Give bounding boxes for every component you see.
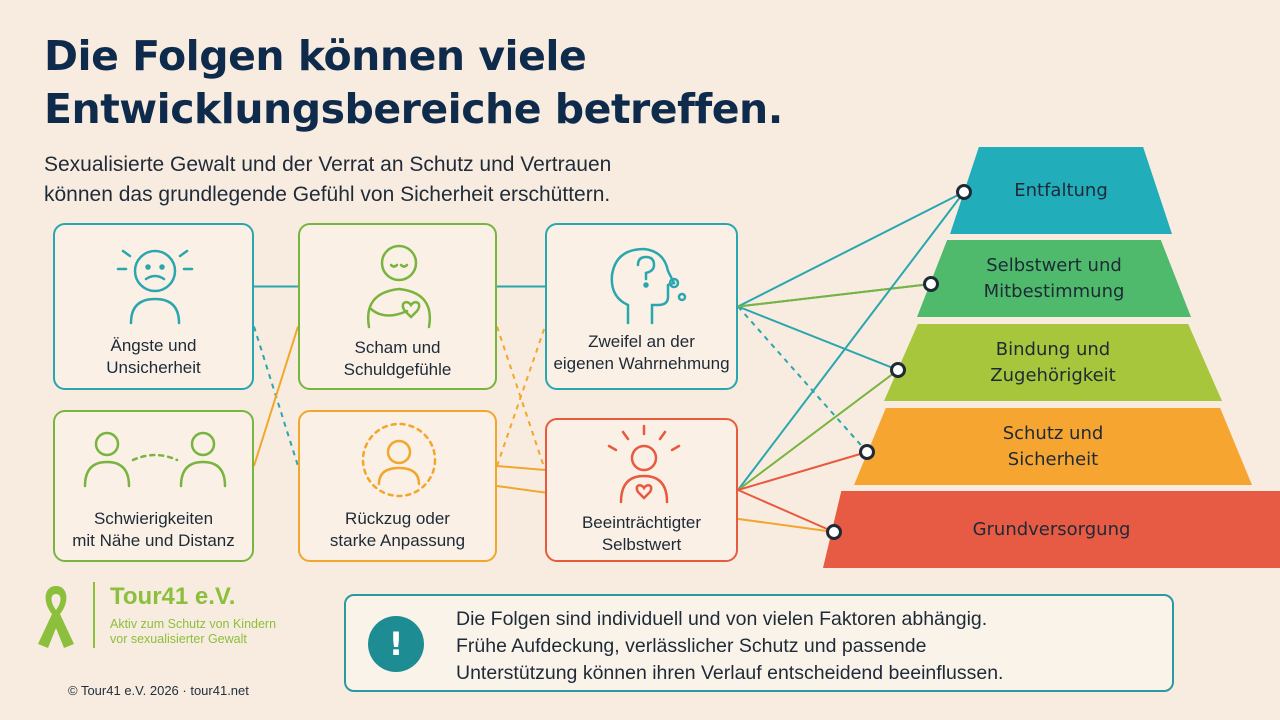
connector-line [737, 305, 868, 453]
note-text: Die Folgen sind individuell und von viel… [456, 608, 1004, 684]
card-label: Ängste und Unsicherheit [106, 336, 201, 377]
card-angst: Ängste und Unsicherheit [53, 223, 254, 390]
connector-line [737, 489, 835, 533]
person-heart-icon [607, 424, 681, 504]
connector-dot [890, 362, 906, 378]
info-note: ! Die Folgen sind individuell und von vi… [344, 594, 1174, 692]
title-line-1: Die Folgen können viele [44, 32, 587, 80]
logo-name: Tour41 e.V. [110, 583, 236, 610]
ribbon-logo-icon [38, 586, 74, 648]
card-label: Beeinträchtigter Selbstwert [581, 513, 702, 554]
logo-tagline: Aktiv zum Schutz von Kindern vor sexuali… [110, 617, 277, 646]
connector-dot [826, 524, 842, 540]
page-title: Die Folgen können viele Entwicklungsbere… [44, 30, 783, 136]
card-schwierigkeiten: Schwierigkeiten mit Nähe und Distanz [53, 410, 254, 562]
card-scham: Scham und Schuldgefühle [298, 223, 497, 390]
card-label: Scham und Schuldgefühle [343, 338, 452, 379]
exclamation-icon: ! [368, 616, 424, 672]
connector-line [737, 369, 899, 491]
card-selbstwert: Beeinträchtigter Selbstwert [545, 418, 738, 562]
pyramid-tier-bindung: Bindung und Zugehörigkeit [884, 324, 1222, 401]
two-people-distance-icon [83, 431, 227, 488]
pyramid-tier-selbstwert: Selbstwert und Mitbestimmung [917, 240, 1191, 317]
connector-line [737, 283, 932, 308]
pyramid-tier-entfaltung: Entfaltung [950, 147, 1172, 234]
card-label: Zweifel an der eigenen Wahrnehmung [553, 332, 730, 373]
title-line-2: Entwicklungsbereiche betreffen. [44, 85, 783, 133]
connector-line [737, 191, 965, 491]
connector-line [737, 305, 899, 371]
shame-person-heart-icon [366, 244, 432, 329]
connector-dot [923, 276, 939, 292]
connector-line [737, 451, 868, 491]
connector-line [253, 326, 299, 467]
subtitle: Sexualisierte Gewalt und der Verrat an S… [44, 150, 611, 210]
card-label: Schwierigkeiten mit Nähe und Distanz [72, 509, 235, 550]
connector-line [737, 191, 965, 308]
logo: Tour41 e.V. Aktiv zum Schutz von Kindern… [110, 582, 276, 647]
connector-dot [956, 184, 972, 200]
connector-line [496, 326, 546, 467]
withdrawn-person-icon [361, 422, 437, 498]
connector-dot [859, 444, 875, 460]
head-question-icon [610, 247, 687, 325]
card-zweifel: Zweifel an der eigenen Wahrnehmung [545, 223, 738, 390]
logo-divider [93, 582, 95, 648]
card-rueckzug: Rückzug oder starke Anpassung [298, 410, 497, 562]
subtitle-line-1: Sexualisierte Gewalt und der Verrat an S… [44, 153, 612, 176]
connector-line [496, 465, 546, 471]
card-label: Rückzug oder starke Anpassung [329, 509, 466, 550]
copyright: © Tour41 e.V. 2026 · tour41.net [68, 683, 249, 698]
anxious-person-icon [116, 249, 194, 325]
pyramid-tier-grundversorgung: Grundversorgung [823, 491, 1280, 568]
subtitle-line-2: können das grundlegende Gefühl von Siche… [44, 183, 611, 206]
pyramid-tier-schutz: Schutz und Sicherheit [854, 408, 1252, 485]
